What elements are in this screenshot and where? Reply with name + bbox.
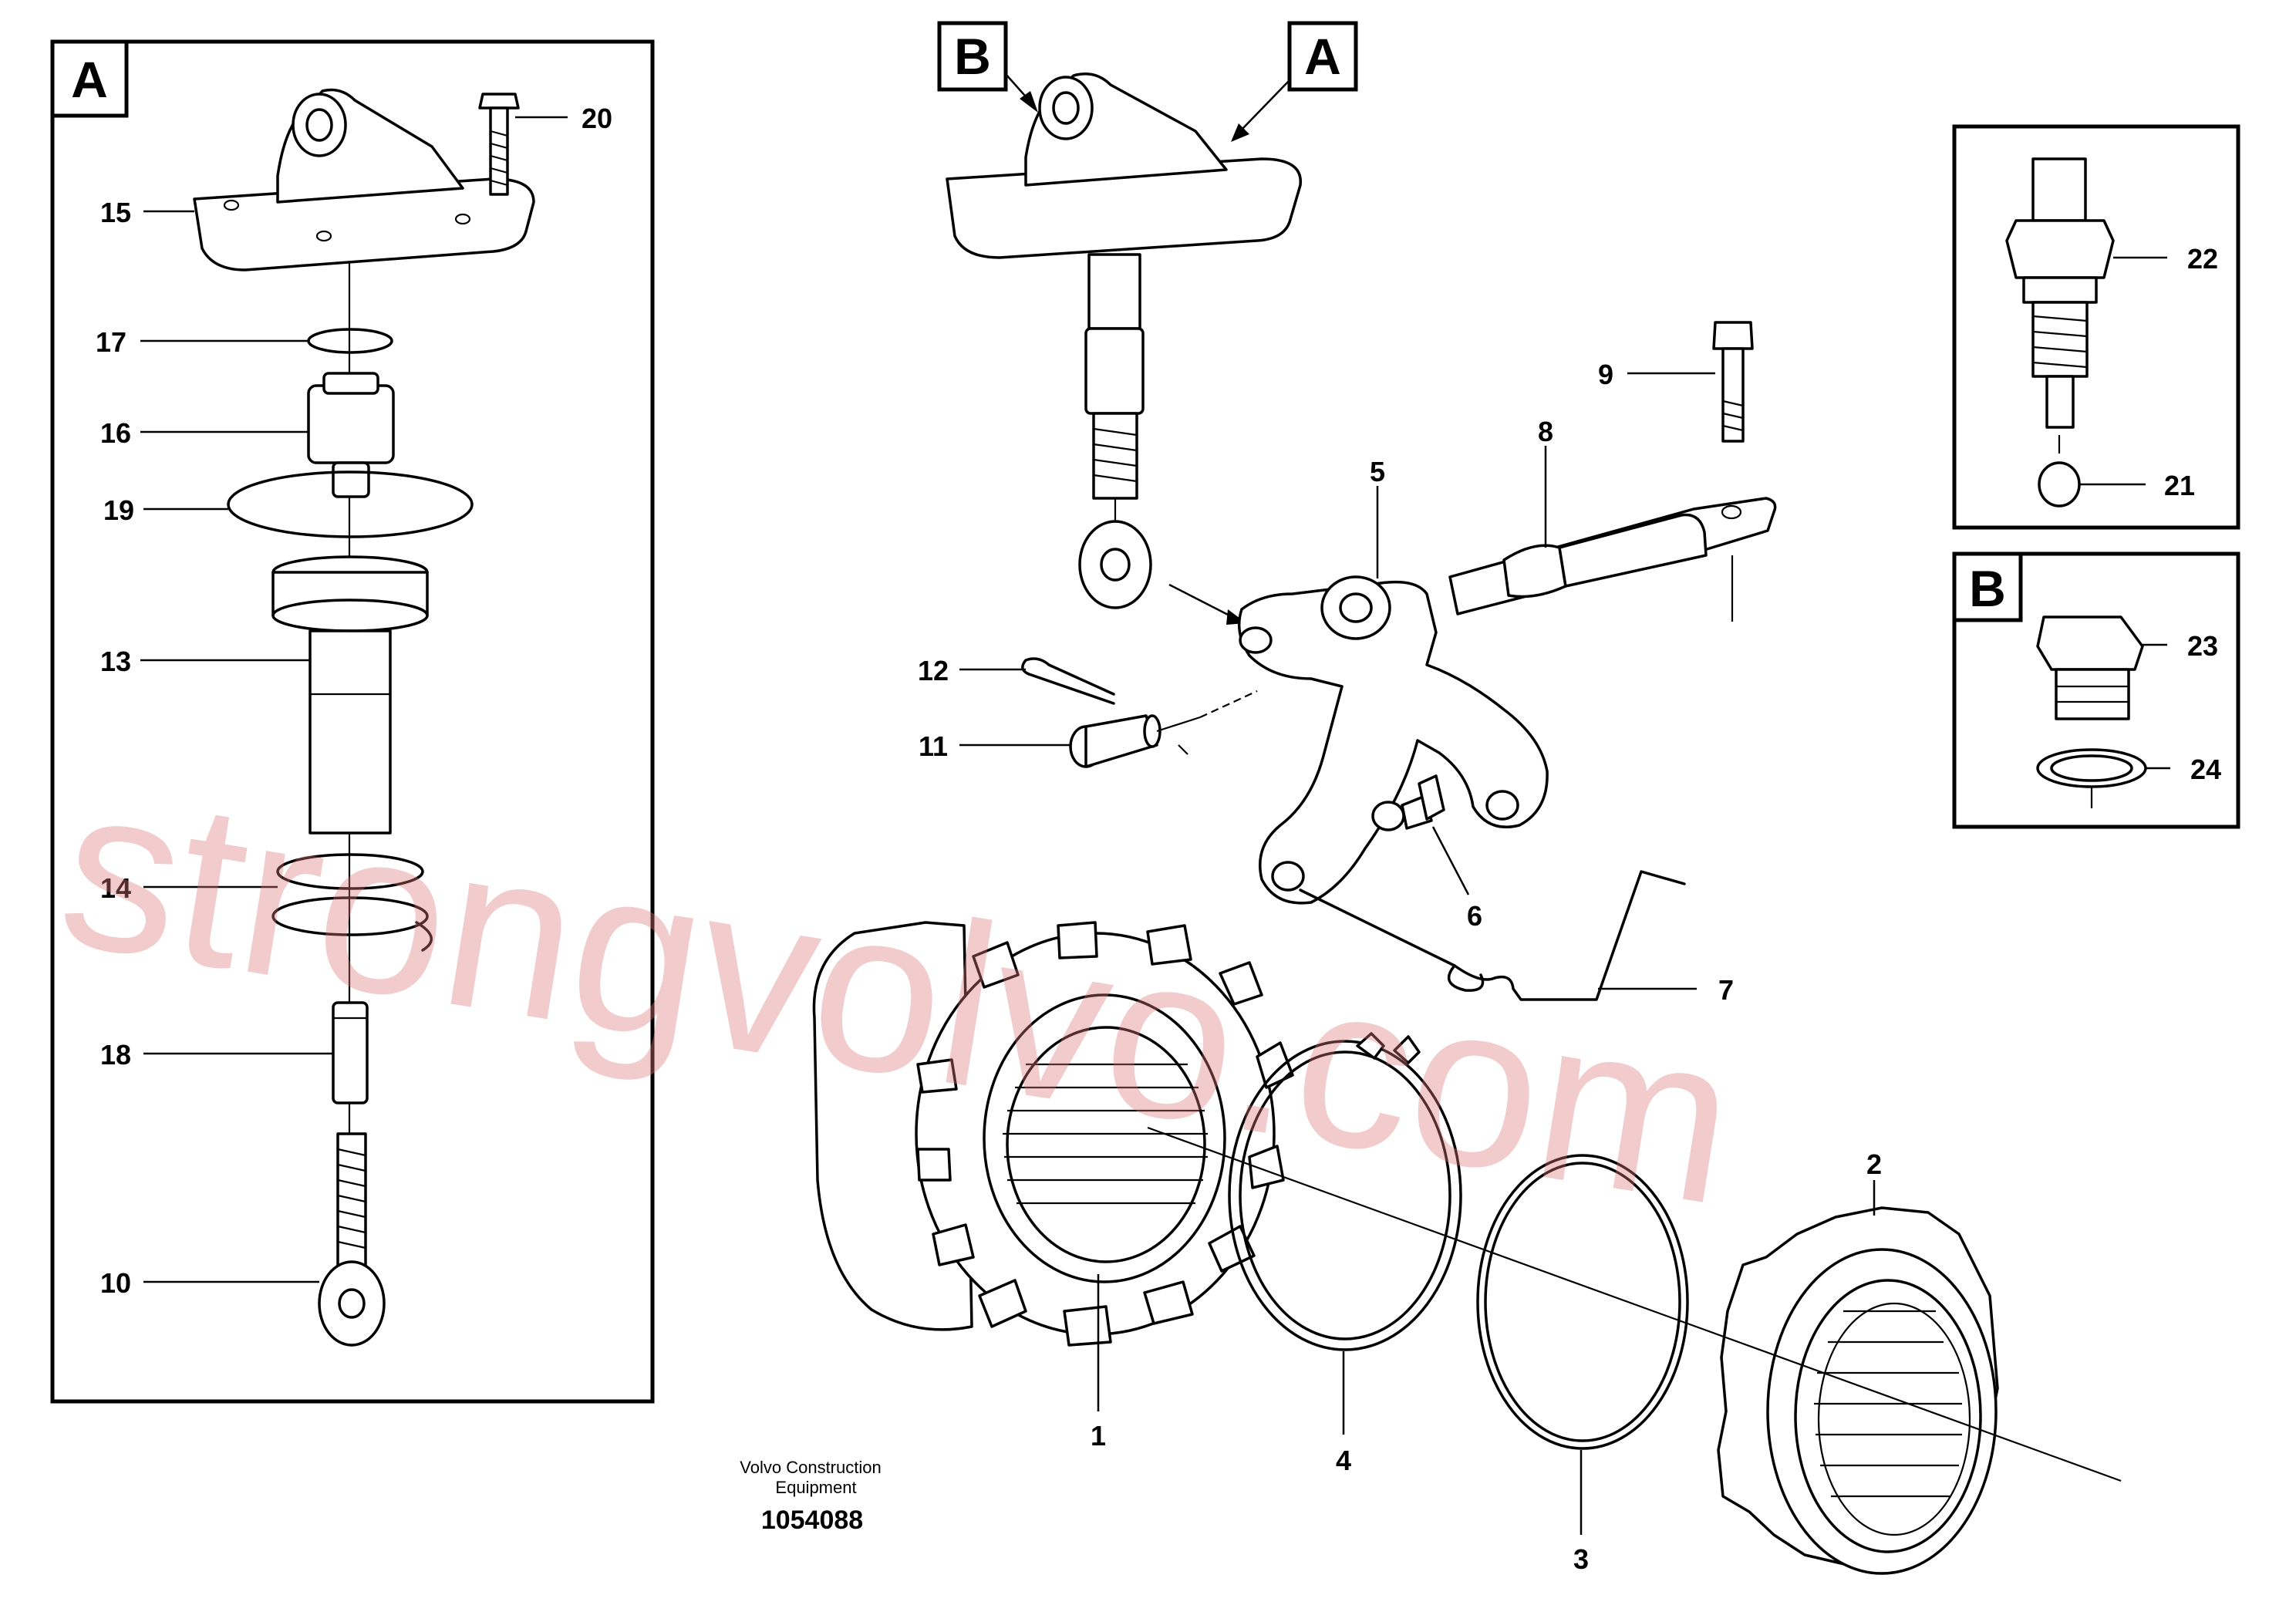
part-11-pin — [1069, 714, 1201, 768]
inset-a: A — [50, 39, 655, 1404]
svg-text:20: 20 — [582, 103, 612, 134]
part-7-spring-wire — [1299, 870, 1686, 1001]
callout-17: 17 — [96, 326, 308, 358]
part-24-washer — [2036, 748, 2147, 788]
callout-18: 18 — [100, 1039, 333, 1071]
part-13-piston — [271, 555, 429, 835]
svg-text:12: 12 — [918, 655, 949, 686]
footer-company: Volvo Construction — [740, 1458, 881, 1477]
callout-5: 5 — [1370, 456, 1385, 578]
part-5-fork-lever — [1237, 575, 1549, 905]
svg-text:2: 2 — [1866, 1148, 1882, 1180]
part-10-rod-end — [318, 1132, 386, 1347]
callout-2: 2 — [1866, 1148, 1882, 1180]
inset-b: B 23 24 — [1952, 551, 2240, 829]
part-15-cover — [193, 88, 535, 271]
callout-10: 10 — [100, 1267, 319, 1299]
callout-11: 11 — [919, 730, 1070, 762]
svg-text:11: 11 — [919, 730, 948, 762]
callout-15: 15 — [100, 197, 194, 228]
callout-24: 24 — [2146, 754, 2221, 785]
svg-text:9: 9 — [1598, 359, 1613, 390]
svg-text:21: 21 — [2164, 470, 2195, 501]
callout-8: 8 — [1538, 416, 1553, 548]
svg-text:10: 10 — [100, 1267, 131, 1299]
svg-text:24: 24 — [2190, 754, 2221, 785]
svg-text:19: 19 — [103, 494, 134, 526]
callout-3: 3 — [1573, 1543, 1589, 1575]
main-assembly: B A — [812, 21, 2122, 1575]
inset-a-label: A — [71, 51, 108, 108]
part-21-ball — [2038, 461, 2081, 508]
svg-text:4: 4 — [1336, 1445, 1351, 1476]
svg-text:1: 1 — [1091, 1420, 1106, 1452]
callout-9: 9 — [1598, 359, 1715, 390]
footer-company-line2: Equipment — [775, 1478, 856, 1497]
callout-21: 21 — [2079, 470, 2195, 501]
part-2-hub-ring — [1717, 1180, 1999, 1575]
main-cover-assembly — [946, 73, 1302, 609]
part-19-seal — [227, 470, 474, 538]
callout-19: 19 — [103, 494, 228, 526]
callout-23: 23 — [2143, 630, 2218, 662]
callout-7: 7 — [1598, 974, 1734, 1006]
callout-4: 4 — [1336, 1445, 1351, 1476]
part-6-nipple — [1371, 774, 1445, 831]
part-8-actuator — [1448, 497, 1777, 622]
part-23-plug — [2036, 615, 2144, 720]
callout-14: 14 — [100, 872, 278, 904]
view-marker-a: A — [1304, 28, 1341, 85]
part-1-clutch-hub — [812, 921, 1294, 1411]
svg-text:18: 18 — [100, 1039, 131, 1071]
callout-6: 6 — [1431, 826, 1482, 932]
drawing-number: 1054088 — [761, 1506, 863, 1535]
part-20-bolt — [478, 93, 520, 196]
part-4-circlip — [1228, 1032, 1462, 1435]
part-16-plunger — [307, 372, 395, 498]
svg-text:22: 22 — [2187, 243, 2218, 275]
part-14-spring — [271, 853, 433, 952]
svg-text:5: 5 — [1370, 456, 1385, 487]
callout-13: 13 — [100, 646, 310, 677]
callout-16: 16 — [100, 417, 308, 449]
callout-22: 22 — [2113, 243, 2218, 275]
inset-sensor: 22 21 — [1952, 124, 2240, 530]
svg-text:13: 13 — [100, 646, 131, 677]
svg-text:17: 17 — [96, 326, 126, 358]
svg-text:7: 7 — [1718, 974, 1734, 1006]
svg-text:3: 3 — [1573, 1543, 1589, 1575]
part-9-bolt — [1712, 321, 1754, 443]
callout-12: 12 — [918, 655, 1026, 686]
svg-text:14: 14 — [100, 872, 131, 904]
part-22-sensor — [2005, 157, 2115, 429]
svg-text:23: 23 — [2187, 630, 2218, 662]
callout-20: 20 — [515, 103, 612, 134]
drawing-footer: Volvo Construction Equipment 1054088 — [740, 1458, 881, 1535]
part-12-cotter-pin — [1021, 657, 1115, 705]
svg-text:6: 6 — [1467, 900, 1482, 932]
view-marker-b: B — [954, 28, 991, 85]
inset-b-label: B — [1969, 560, 2006, 617]
svg-text:8: 8 — [1538, 416, 1553, 447]
svg-text:15: 15 — [100, 197, 131, 228]
svg-text:16: 16 — [100, 417, 131, 449]
callout-1: 1 — [1091, 1420, 1106, 1452]
part-3-ring — [1476, 1154, 1689, 1535]
